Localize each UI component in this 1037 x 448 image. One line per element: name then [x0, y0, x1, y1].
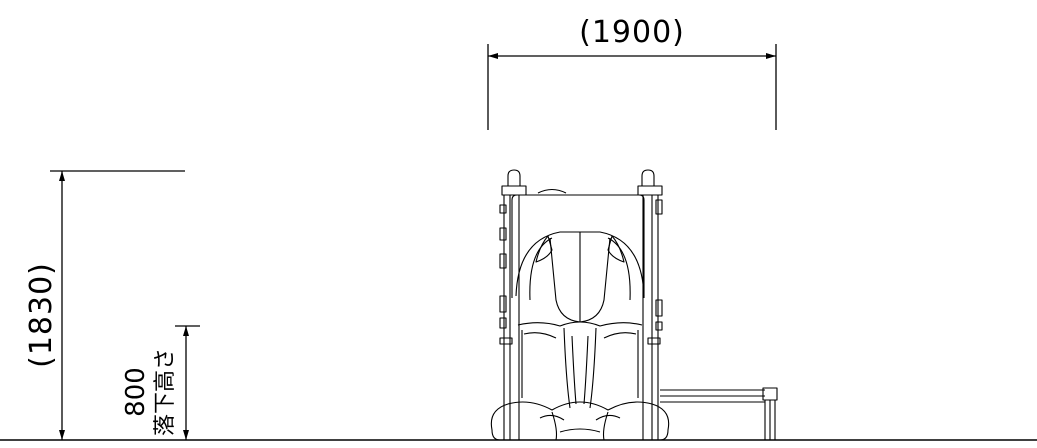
height-dimension-label: (1830)	[24, 262, 59, 368]
fall-height-caption: 落下高さ	[153, 348, 178, 436]
slide-structure	[490, 169, 778, 441]
right-post	[637, 169, 663, 440]
fall-height-value-label: 800	[121, 367, 151, 417]
fall-height-dimension	[175, 325, 200, 440]
height-dimension	[50, 170, 185, 440]
left-post	[499, 169, 527, 440]
width-dimension	[487, 44, 777, 130]
slide-hood	[537, 188, 567, 194]
side-bench	[660, 387, 778, 440]
slide-bed	[517, 321, 643, 327]
width-dimension-label: (1900)	[579, 15, 685, 50]
slide-exit	[490, 401, 670, 441]
